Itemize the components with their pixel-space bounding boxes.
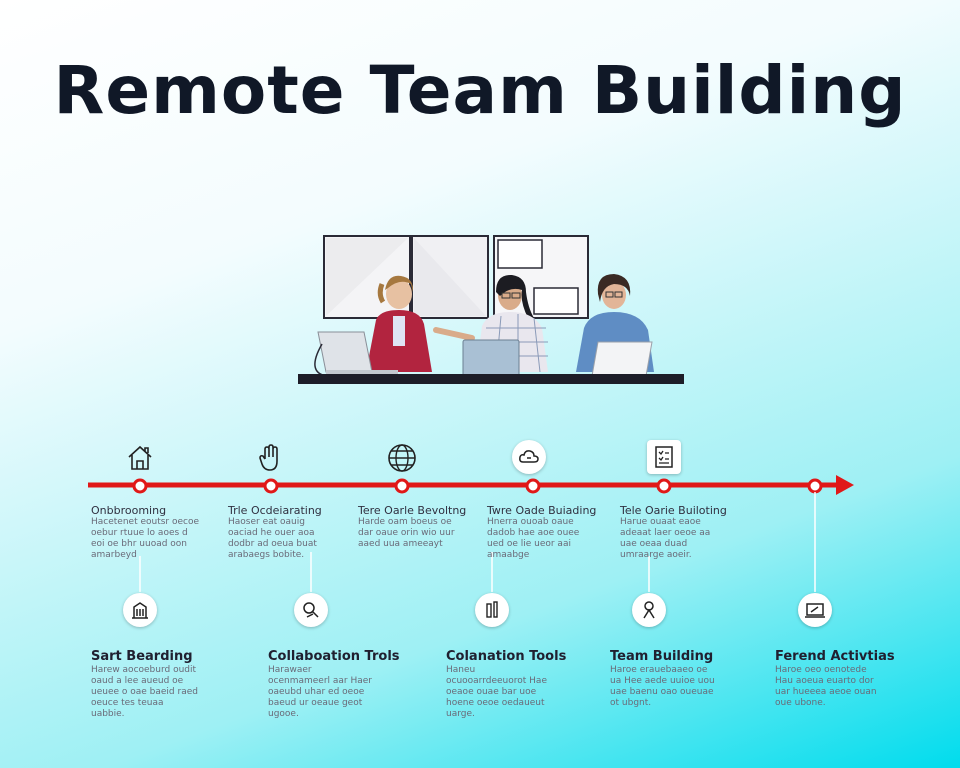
stage-label: Tele Oarie Builoting bbox=[620, 504, 727, 517]
card-description: Haroe oeo oenotede Hau aoeua euarto dor … bbox=[775, 665, 877, 708]
stage-description: Hnerra ouoab oaue dadob hae aoe ouee ued… bbox=[487, 517, 580, 560]
stage-description: Harde oam boeus oe dar oaue orin wio uur… bbox=[358, 517, 455, 549]
card-title: Collaboation Trols bbox=[268, 649, 400, 664]
stage-label: Tere Oarle Bevoltng bbox=[358, 504, 467, 517]
timeline-node[interactable] bbox=[656, 478, 672, 494]
team-illustration bbox=[298, 235, 684, 384]
card-title: Colanation Tools bbox=[446, 649, 567, 664]
magnifier-icon bbox=[294, 593, 328, 627]
stage-label: Trle Ocdeiarating bbox=[228, 504, 322, 517]
globe-icon bbox=[385, 441, 419, 475]
timeline-node[interactable] bbox=[525, 478, 541, 494]
stage-description: Haoser eat oauig oaciad he ouer aoa dodb… bbox=[228, 517, 317, 560]
card-description: Haneu ocuooarrdeeuorot Hae oeaoe ouae ba… bbox=[446, 665, 547, 719]
card-description: Haroe erauebaaeo oe ua Hee aede uuioe uo… bbox=[610, 665, 715, 708]
stage-description: Hacetenet eoutsr oecoe oebur rtuue lo ao… bbox=[91, 517, 200, 560]
stage-label: Twre Oade Buiading bbox=[487, 504, 597, 517]
card-title: Team Building bbox=[610, 649, 714, 664]
stage-label: Onbbrooming bbox=[91, 504, 167, 517]
timeline-node[interactable] bbox=[394, 478, 410, 494]
card-title: Ferend Activtias bbox=[775, 649, 895, 664]
timeline-arrowhead bbox=[836, 475, 854, 495]
card-description: Harew aocoeburd oudit oaud a lee aueud o… bbox=[91, 665, 198, 719]
timeline-node[interactable] bbox=[263, 478, 279, 494]
hand-icon bbox=[254, 441, 288, 475]
person-icon bbox=[632, 593, 666, 627]
card-description: Harawaer ocenmameerl aar Haer oaeubd uha… bbox=[268, 665, 372, 719]
timeline-node[interactable] bbox=[807, 478, 823, 494]
timeline-node[interactable] bbox=[132, 478, 148, 494]
card-title: Sart Bearding bbox=[91, 649, 193, 664]
building-icon bbox=[123, 593, 157, 627]
pen-icon bbox=[475, 593, 509, 627]
page-title: Remote Team Building bbox=[53, 52, 907, 129]
checklist-icon bbox=[647, 440, 681, 474]
cloud-icon bbox=[512, 440, 546, 474]
stage-description: Harue ouaat eaoe adeaat laer oeoe aa uae… bbox=[620, 517, 711, 560]
house-icon bbox=[123, 441, 157, 475]
laptop-icon bbox=[798, 593, 832, 627]
